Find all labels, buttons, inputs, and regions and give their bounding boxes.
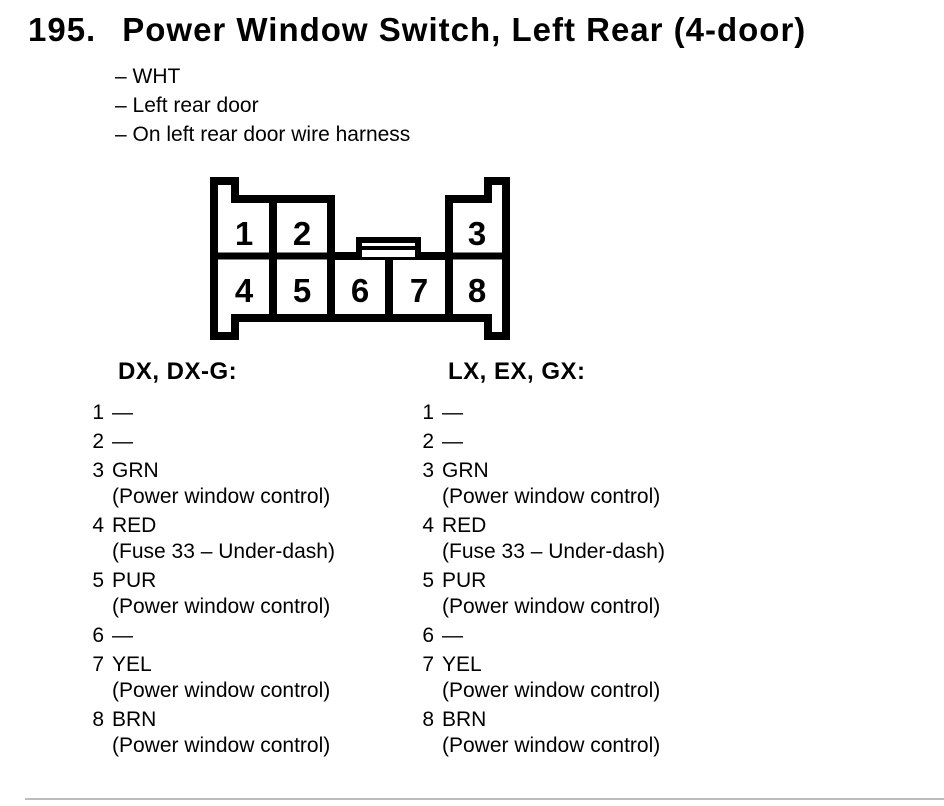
pin-info: GRN (Power window control) <box>112 458 330 510</box>
pin-number: 4 <box>92 514 104 537</box>
pin-info: — <box>112 623 133 649</box>
figure-number: 195. <box>28 11 97 48</box>
trim-column-heading: DX, DX-G: <box>118 358 238 385</box>
pin-number: 7 <box>422 653 434 676</box>
pin-number: 3 <box>92 459 104 482</box>
pin-row: 5 PUR (Power window control) <box>90 568 418 620</box>
pin-cell-label: 7 <box>410 272 428 309</box>
pin-row: 1 — <box>420 400 748 426</box>
pin-number: 5 <box>92 569 104 592</box>
trim-column-heading: LX, EX, GX: <box>448 358 586 385</box>
pin-cell-label: 2 <box>293 215 311 252</box>
pin-wire-color: — <box>112 401 133 424</box>
pin-row: 6 — <box>90 623 418 649</box>
pin-info: — <box>442 429 463 455</box>
pin-info: — <box>112 429 133 455</box>
pin-row: 3 GRN (Power window control) <box>420 458 748 510</box>
pin-wire-color: BRN <box>112 708 157 731</box>
pin-wire-color: BRN <box>442 708 487 731</box>
pin-wire-color: — <box>112 430 133 453</box>
pin-description: (Power window control) <box>112 679 331 702</box>
pin-info: RED (Fuse 33 – Under-dash) <box>112 513 335 565</box>
pin-wire-color: — <box>112 624 133 647</box>
pin-row: 8 BRN (Power window control) <box>420 707 748 759</box>
pin-row: 1 — <box>90 400 418 426</box>
pin-number: 8 <box>422 708 434 731</box>
pin-row: 2 — <box>90 429 418 455</box>
pin-wire-color: RED <box>112 514 157 537</box>
pin-wire-color: — <box>442 624 463 647</box>
pin-number: 1 <box>422 401 434 424</box>
pin-cell-label: 5 <box>293 272 311 309</box>
pin-description: (Power window control) <box>112 595 331 618</box>
pin-number: 6 <box>92 624 104 647</box>
pin-info: RED (Fuse 33 – Under-dash) <box>442 513 665 565</box>
trim-column-lx: LX, EX, GX: 1 — 2 — 3 GRN (Power window c… <box>420 358 748 762</box>
pin-wire-color: PUR <box>442 569 487 592</box>
note-item: – Left rear door <box>115 94 259 117</box>
page-title: 195. Power Window Switch, Left Rear (4-d… <box>28 12 806 48</box>
pin-row: 4 RED (Fuse 33 – Under-dash) <box>90 513 418 565</box>
pin-description: (Power window control) <box>442 485 661 508</box>
pin-wire-color: — <box>442 401 463 424</box>
pin-info: BRN (Power window control) <box>442 707 660 759</box>
pin-description: (Power window control) <box>442 679 661 702</box>
pin-number: 4 <box>422 514 434 537</box>
pin-description: (Power window control) <box>442 734 661 757</box>
pin-info: PUR (Power window control) <box>112 568 330 620</box>
pin-number: 2 <box>92 430 104 453</box>
pin-info: PUR (Power window control) <box>442 568 660 620</box>
pin-cell-label: 4 <box>235 272 254 309</box>
figure-title: Power Window Switch, Left Rear (4-door) <box>122 11 807 48</box>
pin-info: — <box>442 623 463 649</box>
pin-row: 3 GRN (Power window control) <box>90 458 418 510</box>
connector-pinout-diagram: 1 2 3 4 5 6 7 8 <box>210 177 510 340</box>
note-item: – On left rear door wire harness <box>115 123 411 146</box>
pin-row: 2 — <box>420 429 748 455</box>
pin-wire-color: YEL <box>442 653 482 676</box>
pin-row: 5 PUR (Power window control) <box>420 568 748 620</box>
pin-wire-color: — <box>442 430 463 453</box>
pin-row: 7 YEL (Power window control) <box>90 652 418 704</box>
pin-row: 7 YEL (Power window control) <box>420 652 748 704</box>
pin-number: 2 <box>422 430 434 453</box>
pin-info: BRN (Power window control) <box>112 707 330 759</box>
connector-notes: – WHT – Left rear door – On left rear do… <box>115 62 410 149</box>
pin-wire-color: RED <box>442 514 487 537</box>
pin-info: — <box>112 400 133 426</box>
pin-row: 8 BRN (Power window control) <box>90 707 418 759</box>
pin-description: (Power window control) <box>442 595 661 618</box>
trim-column-dx: DX, DX-G: 1 — 2 — 3 GRN (Power window con… <box>90 358 418 762</box>
pin-cell-label: 1 <box>235 215 253 252</box>
pin-wire-color: GRN <box>442 459 489 482</box>
pin-cell-label: 3 <box>468 215 486 252</box>
pin-info: GRN (Power window control) <box>442 458 660 510</box>
pin-number: 1 <box>92 401 104 424</box>
pin-description: (Fuse 33 – Under-dash) <box>112 540 335 563</box>
pin-number: 7 <box>92 653 104 676</box>
pin-number: 5 <box>422 569 434 592</box>
pin-wire-color: YEL <box>112 653 152 676</box>
pin-info: — <box>442 400 463 426</box>
pin-wire-color: PUR <box>112 569 157 592</box>
pin-row: 4 RED (Fuse 33 – Under-dash) <box>420 513 748 565</box>
pin-description: (Power window control) <box>112 485 331 508</box>
pin-number: 3 <box>422 459 434 482</box>
note-item: – WHT <box>115 65 181 88</box>
pin-description: (Power window control) <box>112 734 331 757</box>
pin-number: 6 <box>422 624 434 647</box>
pin-description: (Fuse 33 – Under-dash) <box>442 540 665 563</box>
bottom-rule <box>25 798 944 800</box>
pin-info: YEL (Power window control) <box>112 652 330 704</box>
pin-number: 8 <box>92 708 104 731</box>
pin-wire-color: GRN <box>112 459 159 482</box>
pin-info: YEL (Power window control) <box>442 652 660 704</box>
pin-cell-label: 6 <box>351 272 369 309</box>
pin-row: 6 — <box>420 623 748 649</box>
pin-cell-label: 8 <box>468 272 486 309</box>
